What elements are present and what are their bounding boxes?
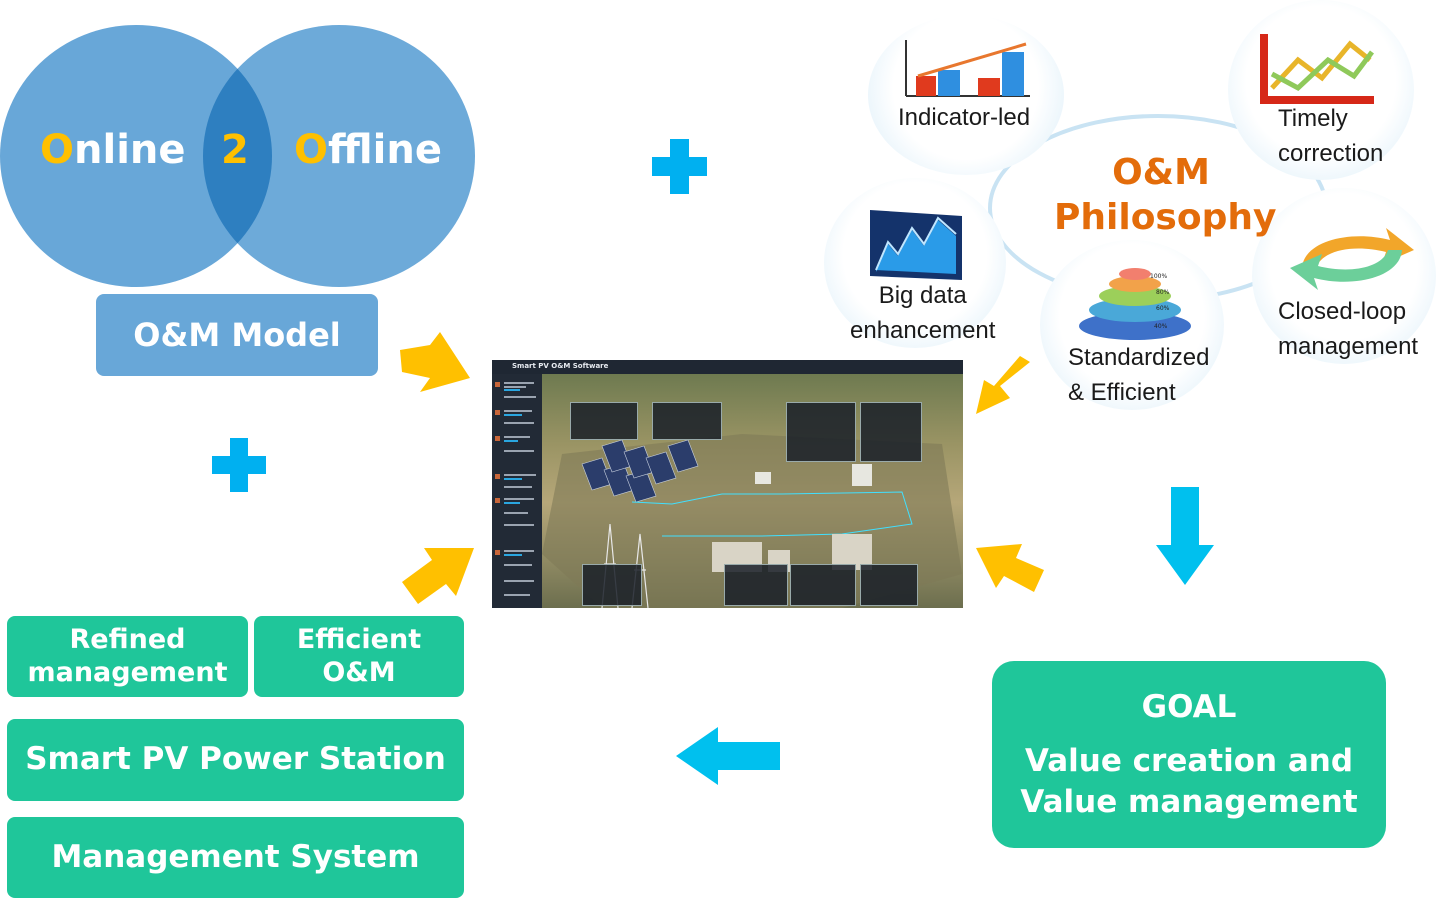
timely-bubble [1228,0,1414,180]
software-titlebar: Smart PV O&M Software [492,360,963,374]
om-model-box: O&M Model [96,294,378,376]
yellow-arrow-icon-model [400,332,470,392]
refined-management-box: Refined management [7,616,248,697]
philosophy-title: O&M Philosophy [1054,152,1277,238]
pyramid-label-60: 60% [1156,305,1170,312]
plus-icon-top [652,139,707,194]
yellow-arrow-icon-lower-right [976,544,1044,592]
panel-top-1 [570,402,638,440]
yellow-arrow-icon-upper-right [976,356,1030,414]
panel-bottom-2 [724,564,788,606]
venn-middle-number: 2 [221,127,249,173]
control-building [852,464,872,486]
software-sidebar [492,374,542,608]
software-screenshot: Smart PV O&M Software [492,360,963,608]
goal-line-2: Value management [1020,783,1358,820]
panel-bottom-1 [582,564,642,606]
panel-bottom-4 [860,564,918,606]
closed-loop-icon [1290,228,1414,290]
pyramid-label-100: 100% [1150,273,1167,280]
venn-overlap [203,25,272,287]
indicator-label: Indicator-led [898,104,1031,131]
goal-box: GOAL Value creation and Value management [992,661,1386,848]
smart-pv-station-box: Smart PV Power Station [7,719,464,801]
offline-label: Offline [294,127,442,173]
standard-label: Standardized& Efficient [1068,344,1210,406]
pyramid-label-80: 80% [1156,289,1170,296]
goal-title: GOAL [1141,689,1237,726]
pyramid-icon: 100% 80% 60% 40% [1079,268,1191,340]
big-data-chart-icon [870,210,962,280]
online-label: Online [40,127,186,173]
panel-bottom-3 [790,564,856,606]
goal-line-1: Value creation and [1024,743,1354,780]
panel-top-4 [860,402,922,462]
efficient-om-box: Efficient O&M [254,616,464,697]
software-scene [542,374,963,608]
blue-down-arrow-icon [1156,487,1214,585]
pyramid-label-40: 40% [1154,323,1168,330]
solar-panel-array [581,439,699,503]
plus-icon-left [212,438,266,492]
panel-top-3 [786,402,856,462]
panel-top-2 [652,402,722,440]
management-system-box: Management System [7,817,464,898]
software-title: Smart PV O&M Software [512,362,609,370]
yellow-arrow-icon-lower-left [402,548,474,604]
blue-left-arrow-icon [676,727,780,785]
trend-chart-icon [1260,34,1374,104]
inverter-box [755,472,771,484]
bar-chart-icon [905,40,1030,97]
